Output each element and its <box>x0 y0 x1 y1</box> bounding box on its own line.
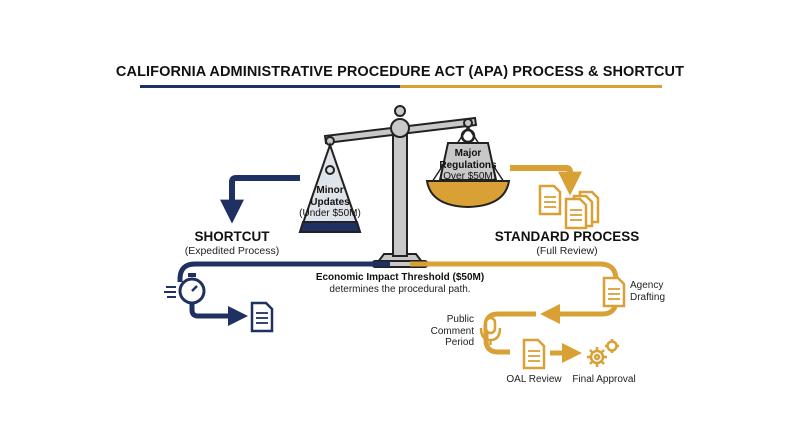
agency-drafting-line1: Agency <box>630 280 664 291</box>
public-comment-label: Public Comment Period <box>418 314 474 349</box>
shortcut-heading: SHORTCUT <box>194 229 270 244</box>
threshold-subtitle: determines the procedural path. <box>329 284 471 295</box>
right-weight-label-line1: Major <box>454 148 482 159</box>
right-weight-label: Major Regulations (Over $50M) <box>428 148 508 183</box>
left-weight-ring <box>325 165 335 175</box>
shortcut-subheading: (Expedited Process) <box>184 245 280 257</box>
agency-drafting-label: Agency Drafting <box>630 280 665 303</box>
standard-heading: STANDARD PROCESS <box>494 229 640 244</box>
agency-document-icon <box>602 276 626 308</box>
scale-pivot <box>390 118 410 138</box>
left-pan-fill <box>298 221 362 233</box>
standard-subheading: (Full Review) <box>536 245 598 257</box>
right-pan <box>425 180 511 209</box>
shortcut-track <box>177 261 390 282</box>
arrow-to-shortcut <box>220 175 300 224</box>
stopwatch-icon <box>164 273 206 305</box>
left-pan-label-line2: Updates <box>310 196 350 208</box>
scale-top-knob <box>394 105 406 117</box>
microphone-icon <box>479 316 502 345</box>
right-weight-label-line3: (Over $50M) <box>439 171 497 182</box>
left-pan-label-line3: (Under $50M) <box>299 208 361 219</box>
right-weight-ring <box>460 128 476 144</box>
right-hook <box>463 118 473 128</box>
agency-drafting-line2: Drafting <box>630 291 666 303</box>
public-comment-line1: Public <box>446 314 474 325</box>
arrow-to-standard <box>510 165 582 196</box>
shortcut-flow <box>177 175 390 326</box>
threshold-title: Economic Impact Threshold ($50M) <box>315 272 485 283</box>
documents-stack-icon <box>538 184 600 230</box>
public-comment-line2: Comment <box>430 325 474 337</box>
left-pan-label-line1: Minor <box>316 185 344 196</box>
shortcut-document-icon <box>250 301 274 333</box>
public-comment-line3: Period <box>445 337 474 348</box>
comment-track <box>483 311 536 355</box>
left-pan-label: Minor Updates (Under $50M) <box>292 185 368 220</box>
gears-icon <box>587 339 619 367</box>
page-title: CALIFORNIA ADMINISTRATIVE PROCEDURE ACT … <box>115 64 685 80</box>
right-weight-label-line2: Regulations <box>439 159 497 171</box>
oal-review-label: OAL Review <box>506 374 562 385</box>
stopwatch-to-document-arrow <box>189 302 248 326</box>
oal-document-icon <box>522 338 546 370</box>
final-approval-label: Final Approval <box>572 374 636 385</box>
scale-pillar <box>392 129 408 257</box>
